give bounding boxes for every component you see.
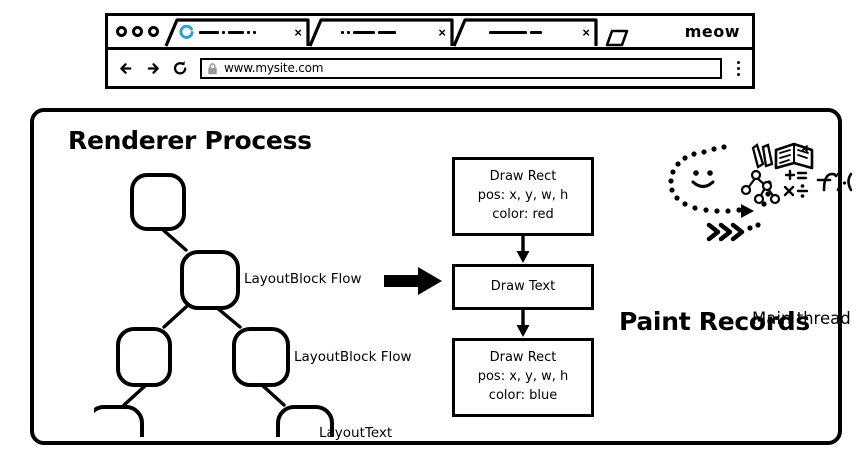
kebab-menu-icon[interactable]	[732, 58, 744, 78]
main-thread-label: Main thread	[752, 309, 851, 328]
paint-record-3-line-2: pos: x, y, w, h	[477, 369, 569, 385]
chevron-trailing-dots-icon	[747, 222, 761, 231]
paint-records-list: Draw Rect pos: x, y, w, h color: red Dra…	[452, 157, 602, 417]
paint-record-2-line-1: Draw Text	[490, 278, 556, 294]
tree-node-1	[130, 173, 186, 231]
close-dot-icon[interactable]	[116, 26, 127, 37]
tab-close-icon-2[interactable]: ×	[438, 25, 446, 40]
browser-tab-1[interactable]: ×	[163, 18, 311, 47]
main-thread-doodle	[664, 142, 864, 247]
tab-title-placeholder-2	[341, 28, 433, 38]
reload-icon[interactable]	[170, 58, 190, 78]
address-bar-url: www.mysite.com	[224, 61, 324, 75]
back-arrow-icon[interactable]	[116, 58, 136, 78]
layout-tree-label-layouttext: LayoutText	[319, 425, 393, 441]
loading-spinner-icon	[179, 24, 194, 40]
browser-window: ×	[105, 13, 755, 89]
tree-node-4	[232, 327, 290, 387]
tab-content-2: ×	[307, 18, 455, 47]
paint-record-3-line-3: color: blue	[488, 388, 558, 404]
function-icon	[816, 172, 853, 192]
window-controls	[116, 26, 159, 37]
tab-strip: ×	[108, 16, 752, 50]
address-bar[interactable]: www.mysite.com	[200, 57, 722, 79]
tree-node-2	[180, 250, 240, 310]
books-icon	[751, 143, 774, 169]
paint-record-1-line-2: pos: x, y, w, h	[477, 187, 569, 203]
paint-record-1: Draw Rect pos: x, y, w, h color: red	[452, 157, 594, 236]
browser-brand-label: meow	[684, 22, 740, 41]
tab-title-placeholder-3	[489, 28, 577, 38]
tab-close-icon-3[interactable]: ×	[582, 25, 590, 40]
paint-record-3-line-1: Draw Rect	[489, 350, 557, 366]
paint-record-connector-1	[452, 235, 594, 264]
new-tab-button[interactable]	[601, 28, 629, 47]
tab-title-placeholder-1	[199, 28, 289, 38]
math-symbols-icon	[783, 169, 809, 198]
chevron-arrows-icon	[706, 222, 745, 242]
lock-icon	[207, 62, 218, 75]
layout-tree-label-layoutblock-flow-2: LayoutBlock Flow	[294, 349, 412, 365]
tab-close-icon-1[interactable]: ×	[294, 25, 302, 40]
layout-tree: LayoutBlock Flow LayoutBlock Flow Layout…	[94, 167, 414, 441]
browser-toolbar: www.mysite.com	[108, 50, 752, 86]
paint-record-1-line-1: Draw Rect	[489, 169, 557, 184]
tab-content-1: ×	[163, 18, 311, 47]
browser-tab-2[interactable]: ×	[307, 18, 455, 47]
transform-right-arrow-icon	[384, 264, 444, 298]
forward-arrow-icon[interactable]	[143, 58, 163, 78]
paint-record-connector-2	[452, 310, 594, 338]
tree-node-3	[116, 327, 172, 387]
maximize-dot-icon[interactable]	[148, 26, 159, 37]
node-tree-icon	[740, 169, 781, 205]
smiley-face-icon	[691, 170, 715, 188]
paint-record-1-line-3: color: red	[492, 206, 554, 222]
tab-content-3: ×	[451, 18, 599, 47]
browser-tab-3[interactable]: ×	[451, 18, 599, 47]
paint-records-caption: Paint Records	[619, 307, 810, 336]
tabs-container: ×	[163, 16, 685, 47]
renderer-process-panel: Renderer Process	[30, 108, 853, 445]
layout-tree-graph	[94, 173, 334, 437]
renderer-process-title: Renderer Process	[68, 126, 312, 155]
open-book-icon	[774, 142, 814, 170]
minimize-dot-icon[interactable]	[132, 26, 143, 37]
loop-arrowhead-icon	[741, 204, 754, 218]
paint-record-2: Draw Text	[452, 263, 594, 311]
tree-node-6	[276, 405, 334, 437]
paint-record-3: Draw Rect pos: x, y, w, h color: blue	[452, 338, 594, 417]
main-thread-doodle-graphic	[668, 142, 853, 242]
tree-node-5	[94, 405, 144, 437]
layout-tree-label-layoutblock-flow-1: LayoutBlock Flow	[244, 271, 362, 287]
